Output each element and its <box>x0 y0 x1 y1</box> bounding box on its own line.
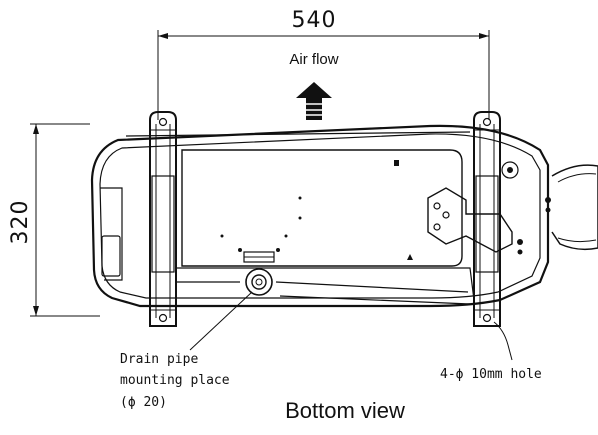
hole-note: 4-ϕ 10mm hole <box>440 367 542 382</box>
drain-outlet-icon <box>245 268 273 296</box>
height-dimension-label: 320 <box>8 200 33 245</box>
width-dimension-label: 540 <box>292 8 337 33</box>
hole-leader-line <box>493 321 513 361</box>
airflow-arrow-icon <box>296 82 332 120</box>
right-mounting-bracket <box>473 111 501 327</box>
height-dimension: 320 <box>8 123 100 317</box>
drain-note-line2: mounting place <box>120 373 230 388</box>
airflow-label: Air flow <box>289 51 338 68</box>
drain-note-line3: (ϕ 20) <box>120 395 167 410</box>
unit-body <box>90 124 598 308</box>
drain-leader-line <box>189 291 253 351</box>
left-mounting-bracket <box>149 111 177 327</box>
view-caption: Bottom view <box>285 398 405 423</box>
drain-note-line1: Drain pipe <box>120 352 198 367</box>
width-dimension: 540 <box>157 8 490 120</box>
